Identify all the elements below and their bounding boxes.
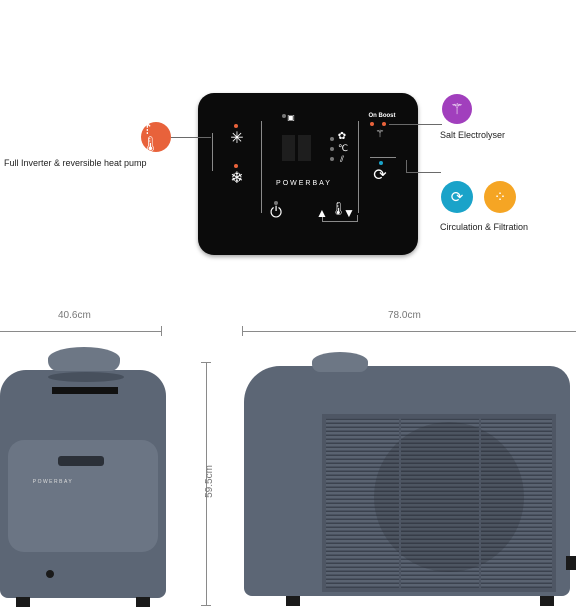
side-grille-bar-1 — [399, 418, 401, 588]
salt-connector — [389, 124, 442, 125]
length-dimension: 78.0cm — [388, 310, 421, 321]
up-arrow-icon[interactable]: ▲ — [316, 206, 328, 220]
side-fan-grille — [326, 418, 552, 588]
on-boost-label: On Boost — [368, 113, 396, 119]
front-top-cap — [48, 347, 120, 371]
panel-boost-line — [370, 157, 396, 158]
heat-pump-connector — [171, 137, 211, 138]
thermometer-icon: 🌡 — [330, 201, 347, 216]
wifi-indicator-dot — [330, 157, 334, 161]
boost-indicator-dot-2 — [382, 122, 386, 126]
front-foot-left — [16, 597, 30, 607]
celsius-icon: ℃ — [337, 143, 349, 153]
power-indicator-dot — [274, 201, 278, 205]
lock-indicator-dot — [282, 114, 286, 118]
height-dimension-tick-bottom — [201, 605, 211, 606]
circulation-connector-up — [406, 160, 407, 172]
front-handle — [58, 456, 104, 466]
panel-bracket-left — [212, 133, 213, 171]
width-dimension-line — [0, 331, 162, 332]
filtration-icon: ⁘ — [484, 181, 516, 213]
front-port — [46, 570, 54, 578]
panel-brand: POWERBAY — [276, 180, 332, 187]
width-dimension-tick — [161, 326, 162, 336]
sun-icon[interactable]: ✳ — [230, 130, 244, 147]
boost-indicator-dot-1 — [370, 122, 374, 126]
cool-indicator-dot — [234, 164, 238, 168]
side-foot-right — [540, 596, 554, 606]
width-dimension: 40.6cm — [58, 310, 91, 321]
circulation-icon[interactable]: ⟳ — [373, 167, 387, 184]
lock-icon[interactable]: ▣ — [287, 113, 295, 122]
salt-label: Salt Electrolyser — [440, 130, 506, 140]
panel-divider-left — [261, 121, 262, 213]
circulation-connector — [406, 172, 441, 173]
length-dimension-tick — [242, 326, 243, 336]
side-fan — [374, 422, 524, 572]
side-port — [566, 556, 576, 570]
length-dimension-line — [242, 331, 576, 332]
power-icon[interactable]: ⏻ — [270, 204, 282, 221]
celsius-indicator-dot — [330, 147, 334, 151]
circulation-indicator-dot — [379, 161, 383, 165]
salt-icon[interactable]: ⚚ — [375, 129, 385, 140]
control-panel: ✳ ❄ ▣ ✿ ℃ ⫽ POWERBAY On Boost ⚚ ⟳ ⏻ ▲ 🌡 … — [198, 93, 418, 255]
circulation-callout-icon: ⟳ — [441, 181, 473, 213]
thermometer-up-icon: ⇡🌡 — [141, 122, 171, 152]
panel-divider-right — [358, 121, 359, 213]
front-top-cap-base — [48, 372, 124, 382]
display-digit-2 — [298, 135, 311, 161]
display-digit-1 — [282, 135, 295, 161]
side-foot-left — [286, 596, 300, 606]
height-dimension-tick-top — [201, 362, 211, 363]
side-unit-body — [244, 366, 570, 596]
side-grille-bar-2 — [479, 418, 481, 588]
side-top-cap — [312, 352, 368, 372]
snowflake-icon[interactable]: ❄ — [230, 170, 244, 187]
height-dimension-line — [206, 362, 207, 606]
panel-temp-line — [322, 221, 358, 222]
front-top-slot — [52, 387, 118, 394]
heat-indicator-dot — [234, 124, 238, 128]
front-foot-right — [136, 597, 150, 607]
heat-pump-label: Full Inverter & reversible heat pump — [4, 158, 147, 168]
front-brand: POWERBAY — [32, 479, 74, 485]
wifi-icon: ⫽ — [339, 154, 344, 164]
front-unit-body: POWERBAY — [0, 370, 166, 598]
height-dimension: 59.5cm — [203, 465, 215, 498]
salt-electrolyser-icon: ⚚ — [442, 94, 472, 124]
panel-temp-line-tick-r — [357, 215, 358, 222]
panel-temp-line-tick-l — [322, 215, 323, 222]
circulation-label: Circulation & Filtration — [440, 222, 529, 232]
down-arrow-icon[interactable]: ▼ — [343, 206, 355, 220]
fan-icon: ✿ — [337, 131, 347, 142]
fan-indicator-dot — [330, 137, 334, 141]
